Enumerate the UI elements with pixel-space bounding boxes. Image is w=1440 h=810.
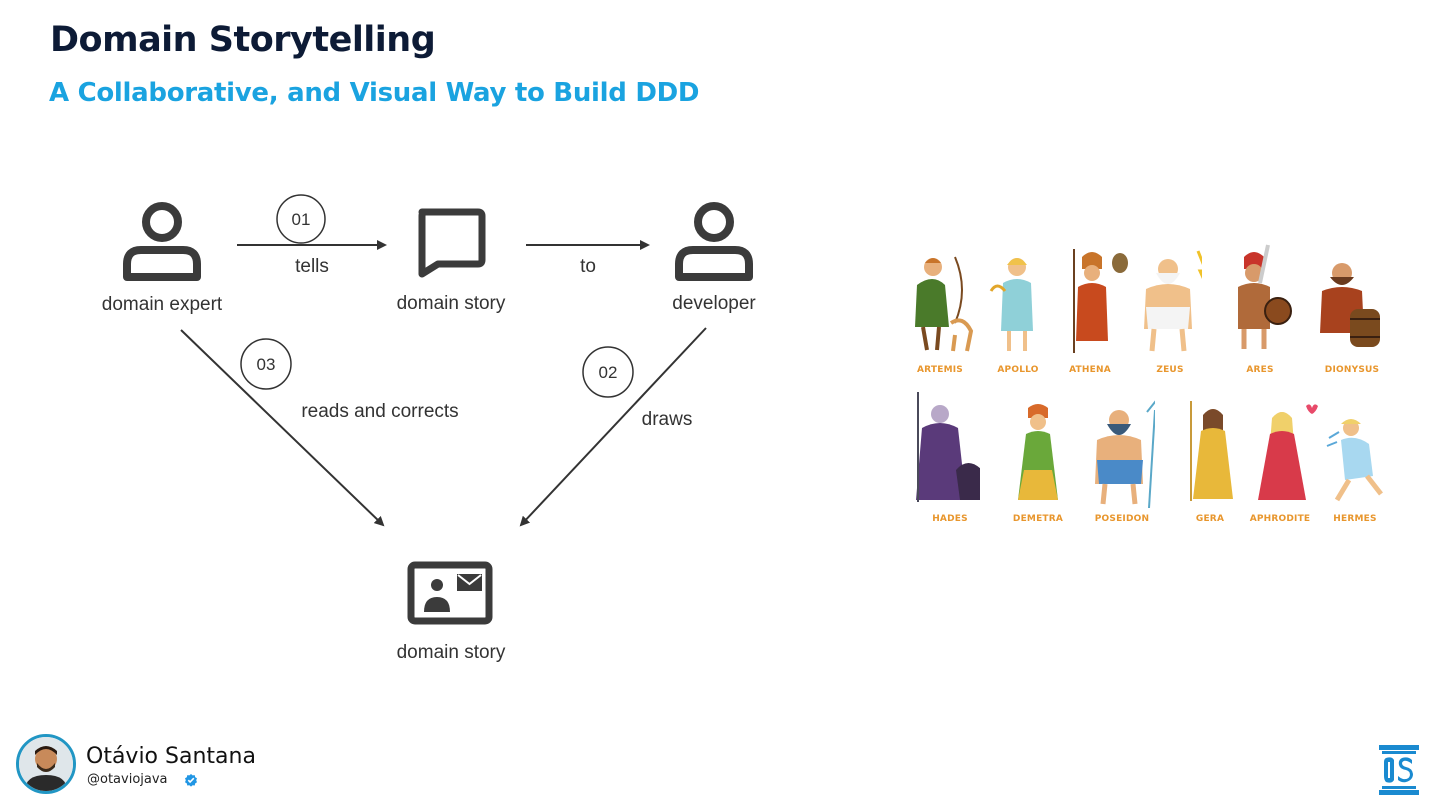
- domain-expert-label: domain expert: [102, 294, 223, 315]
- step-03-number: 03: [257, 355, 276, 374]
- greek-gods-illustration: ARTEMIS APOLLO ATHENA ZEUS ARES DIONYSUS…: [900, 235, 1400, 535]
- zeus-figure-icon: [1144, 250, 1202, 352]
- god-name-label: APOLLO: [997, 365, 1039, 375]
- speaker-name: Otávio Santana: [86, 744, 256, 769]
- os-logo-icon: [1379, 745, 1419, 795]
- god-name-label: GERA: [1195, 514, 1225, 524]
- domain-story-top-label: domain story: [397, 293, 506, 314]
- dionysus-figure-icon: [1320, 263, 1380, 347]
- god-name-label: HADES: [932, 514, 968, 524]
- verified-badge-icon: [185, 774, 197, 787]
- god-name-label: DIONYSUS: [1324, 365, 1380, 375]
- domain-story-bottom-label: domain story: [397, 642, 506, 663]
- god-name-label: POSEIDON: [1094, 514, 1150, 524]
- reads-and-corrects-label: reads and corrects: [301, 401, 458, 422]
- draws-arrow: [519, 327, 707, 527]
- domain-story-speech-icon: [418, 208, 486, 278]
- slide-subtitle: A Collaborative, and Visual Way to Build…: [49, 78, 700, 108]
- god-name-label: DEMETRA: [1012, 514, 1064, 524]
- god-name-label: HERMES: [1333, 514, 1377, 524]
- speaker-handle[interactable]: @otaviojava: [87, 772, 168, 787]
- aphrodite-figure-icon: [1258, 404, 1318, 500]
- to-label: to: [580, 256, 596, 277]
- domain-story-card-icon: [407, 561, 493, 625]
- god-name-label: ARES: [1246, 365, 1274, 375]
- domain-expert-person-icon: [123, 202, 201, 281]
- reads-and-corrects-arrow: [180, 329, 385, 527]
- step-03-badge: [240, 338, 292, 390]
- developer-label: developer: [672, 293, 756, 314]
- god-name-label: ARTEMIS: [917, 365, 963, 375]
- artemis-figure-icon: [915, 256, 974, 352]
- avatar: [16, 734, 76, 794]
- step-01-badge: [276, 194, 326, 244]
- hades-figure-icon: [916, 392, 980, 502]
- athena-figure-icon: [1073, 249, 1128, 353]
- hermes-figure-icon: [1326, 419, 1383, 502]
- apollo-figure-icon: [989, 258, 1033, 351]
- god-name-label: ATHENA: [1069, 365, 1111, 375]
- god-name-label: APHRODITE: [1249, 514, 1311, 524]
- step-01-number: 01: [292, 210, 311, 229]
- gera-figure-icon: [1190, 401, 1233, 501]
- step-02-number: 02: [599, 363, 618, 382]
- ares-figure-icon: [1238, 244, 1292, 349]
- god-name-label: ZEUS: [1156, 365, 1184, 375]
- demetra-figure-icon: [1018, 404, 1058, 500]
- step-02-badge: [582, 346, 634, 398]
- poseidon-figure-icon: [1095, 400, 1155, 509]
- slide-title: Domain Storytelling: [50, 20, 436, 60]
- developer-person-icon: [675, 202, 753, 281]
- speaker-avatar-icon: [19, 737, 73, 791]
- draws-label: draws: [642, 409, 693, 430]
- tells-label: tells: [295, 256, 329, 277]
